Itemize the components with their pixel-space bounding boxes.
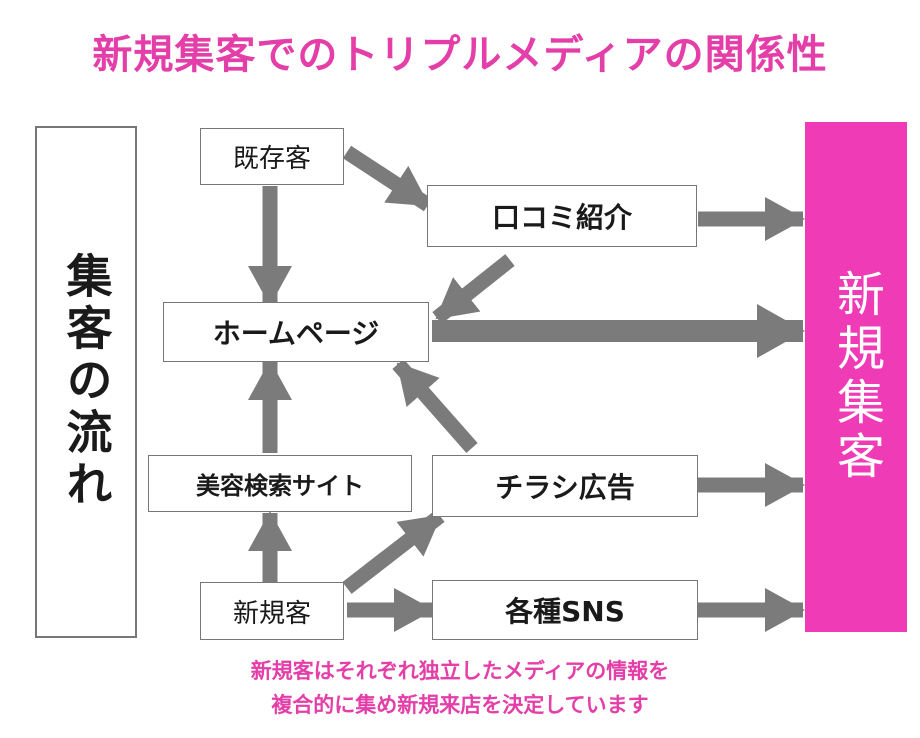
footnote: 新規客はそれぞれ独立したメディアの情報を 複合的に集め新規来店を決定しています <box>0 654 920 722</box>
arrow-kizon-to-kuchikomi <box>342 145 433 212</box>
node-new-customer: 新規客 <box>200 582 344 640</box>
arrow-kuchikomi-to-homepage <box>432 254 515 324</box>
arrow-shinki-to-chirashi <box>342 510 445 594</box>
footnote-line-2: 複合的に集め新規来店を決定しています <box>271 693 649 717</box>
node-homepage: ホームページ <box>163 302 429 362</box>
node-beauty-search-site: 美容検索サイト <box>148 455 412 512</box>
node-kizon-customer: 既存客 <box>200 128 344 185</box>
node-word-of-mouth: 口コミ紹介 <box>427 185 697 247</box>
page-title: 新規集客でのトリプルメディアの関係性 <box>92 32 828 78</box>
arrow-chirashi-to-homepage <box>392 359 478 453</box>
customer-flow-label: 集客の流れ <box>35 126 137 638</box>
new-customer-acquisition-label: 新規集客 <box>805 122 907 632</box>
node-flyer-ad: チラシ広告 <box>432 455 698 517</box>
node-sns: 各種SNS <box>432 580 698 640</box>
footnote-line-1: 新規客はそれぞれ独立したメディアの情報を <box>250 659 670 683</box>
